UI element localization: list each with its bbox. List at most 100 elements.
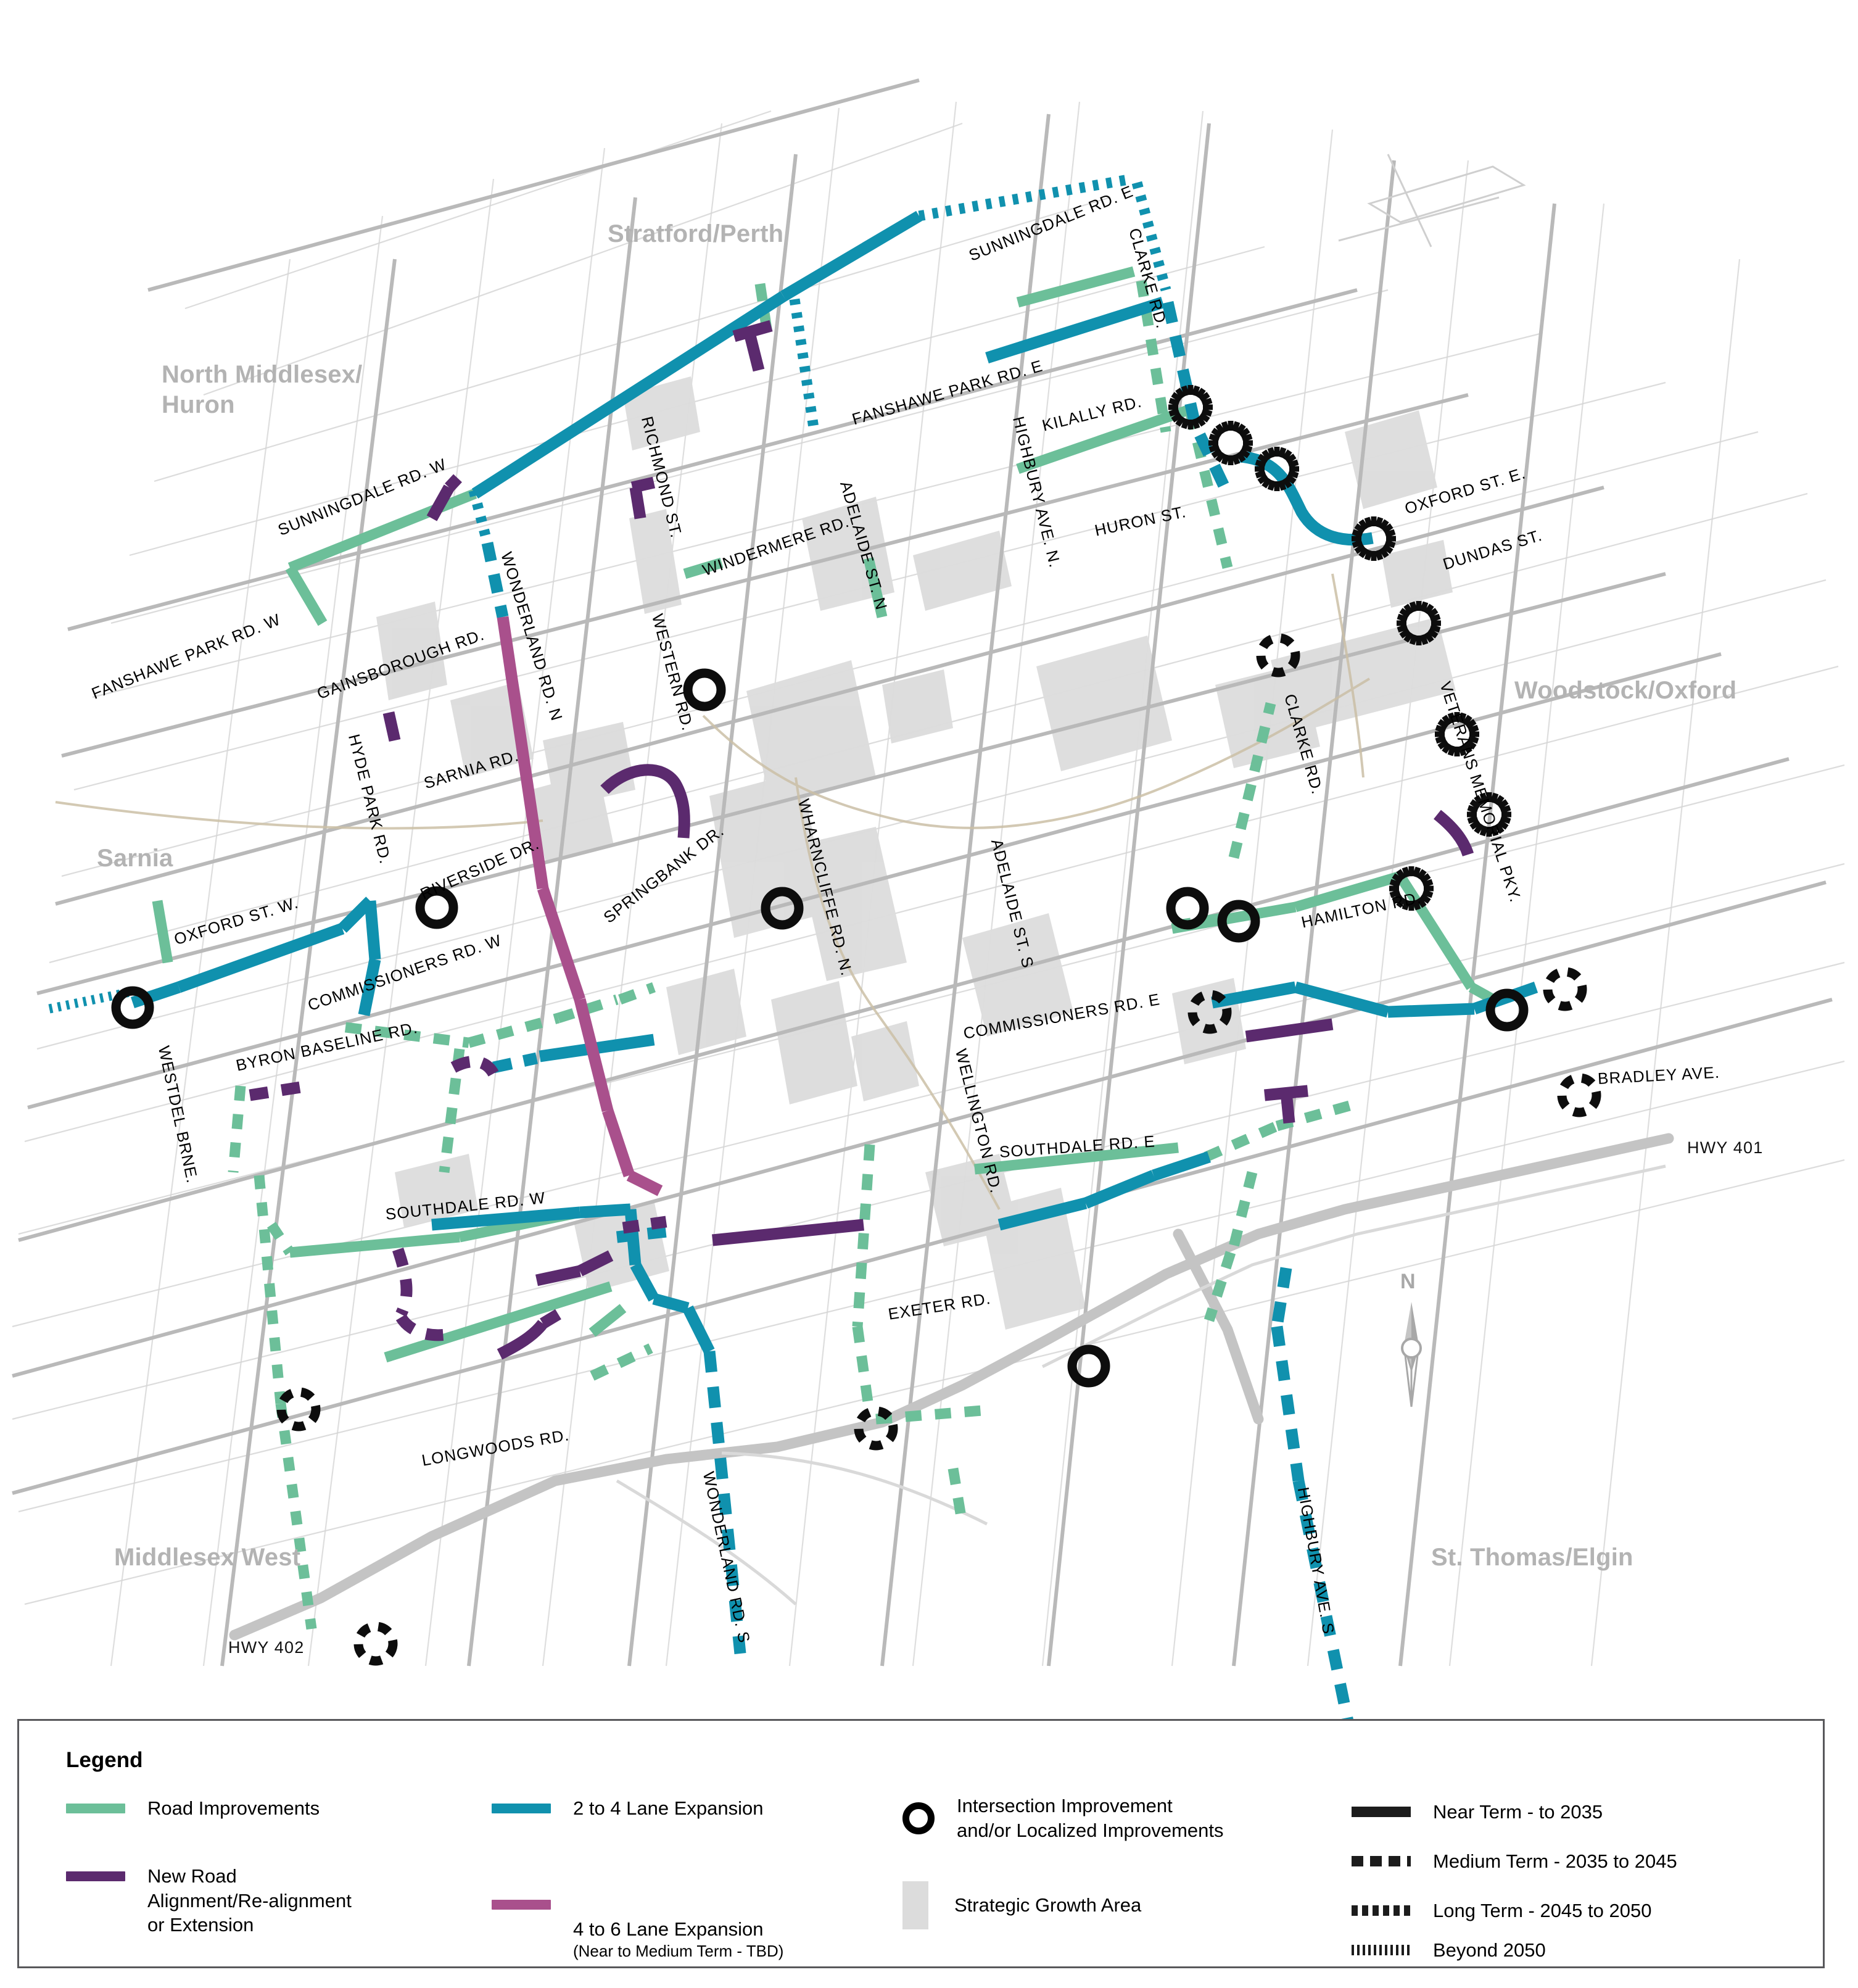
green-westdel-long2 [275, 1402, 317, 1630]
legend-item-medium-term[interactable]: Medium Term - 2035 to 2045 [1352, 1849, 1820, 1874]
green-adelaide-n [863, 557, 888, 618]
legend-item-new-road-alignment[interactable]: New Road Alignment/Re-alignment or Exten… [66, 1864, 368, 1937]
region-label-sarnia: Sarnia [97, 845, 173, 872]
lane-expansion-4to6-lines [497, 616, 663, 1196]
intersection-ring-dashed [1557, 1073, 1601, 1117]
purple-hyde-park2 [445, 474, 462, 492]
legend-label-lane-2-to-4: 2 to 4 Lane Expansion [573, 1797, 764, 1819]
purple-wellington-p [1245, 1018, 1334, 1043]
strategic-growth-area-swatch [902, 1881, 928, 1929]
legend-label-lane-4-to-6-main: 4 to 6 Lane Expansion [573, 1918, 764, 1940]
blue-southdale-e-blue [997, 1197, 1088, 1231]
blue-clarke-dash2 [1194, 432, 1233, 497]
lane-expansion-2to4-lines [48, 173, 1538, 1723]
legend-item-long-term[interactable]: Long Term - 2045 to 2050 [1352, 1899, 1808, 1923]
green-clarke-s [1228, 702, 1276, 859]
legend-item-lane-4-to-6[interactable]: 4 to 6 Lane Expansion (Near to Medium Te… [492, 1892, 849, 1986]
legend-item-strategic-growth-area[interactable]: Strategic Growth Area [902, 1881, 1285, 1929]
green-westdel-long [254, 1175, 286, 1404]
purple-commissioners-purple [450, 1056, 499, 1077]
legend-item-lane-2-to-4[interactable]: 2 to 4 Lane Expansion [492, 1796, 825, 1821]
green-kilally [1016, 405, 1189, 474]
magenta-wonderland-n4 [601, 1108, 635, 1178]
purple-wharncliffe-bend2 [577, 1250, 614, 1277]
highway-label-401: HWY 401 [1687, 1138, 1764, 1157]
blue-southdale-w [431, 1206, 580, 1231]
green-longwoods-diag2 [588, 1304, 627, 1337]
legend-label-medium-term: Medium Term - 2035 to 2045 [1433, 1850, 1677, 1872]
purple-wharncliffe-bend [535, 1265, 581, 1286]
green-windermere [683, 557, 724, 579]
green-southdale-w [289, 1232, 460, 1258]
blue-sunningdale-mid [780, 210, 922, 302]
starburst-group [1208, 421, 1511, 911]
blue-wonderland-dash [481, 542, 509, 618]
intersection-ring-dashed [353, 1621, 398, 1666]
green-fanshawe-e [1016, 266, 1136, 308]
blue-highbury-s2 [1271, 1325, 1305, 1482]
legend-label-near-term: Near Term - to 2035 [1433, 1801, 1603, 1823]
intersection-ring [111, 986, 154, 1029]
blue-sunningdale-e-dot [918, 173, 1133, 222]
purple-north1b [743, 331, 765, 372]
blue-southdale-e-blue2 [1083, 1170, 1156, 1209]
blue-huron-curve [1239, 450, 1374, 546]
legend-item-near-term[interactable]: Near Term - to 2035 [1352, 1800, 1783, 1824]
region-label-stratford-perth: Stratford/Perth [608, 220, 784, 247]
blue-southdale-e-blue3 [1151, 1151, 1212, 1182]
intersection-ring [415, 886, 458, 929]
legend-label-long-term: Long Term - 2045 to 2050 [1433, 1900, 1652, 1921]
starburst [1168, 385, 1213, 429]
new-road-alignment-swatch [66, 1871, 125, 1881]
magenta-wonderland-n3 [574, 998, 614, 1112]
legend-item-beyond-2050[interactable]: Beyond 2050 [1352, 1938, 1734, 1963]
purple-vmp-arc [1434, 810, 1474, 857]
region-label-st-thomas-elgin: St. Thomas/Elgin [1431, 1544, 1633, 1571]
purple-richmond-n [630, 476, 656, 494]
intersection-ring [1166, 887, 1209, 930]
blue-commissioners-e3 [1387, 1003, 1475, 1018]
intersection-ring-dashed [1187, 990, 1232, 1034]
blue-southdale-w2 [579, 1203, 631, 1219]
blue-wonderland-s2 [630, 1262, 659, 1302]
purple-westminster [712, 1219, 864, 1246]
highway-label-402: HWY 402 [228, 1638, 305, 1657]
blue-wonderland-s3 [652, 1293, 690, 1314]
legend-title: Legend [66, 1748, 143, 1772]
green-vmp-s2 [1204, 1251, 1236, 1322]
purple-byron-dash [249, 1080, 310, 1101]
intersection-ring-dashed [854, 1406, 898, 1451]
purple-gainsborough [382, 711, 401, 742]
legend-label-intersection-improvement: Intersection Improvement and/or Localize… [957, 1795, 1224, 1841]
purple-north1 [732, 320, 773, 342]
green-exeter-vert [852, 1144, 875, 1327]
blue-oxford-w4 [364, 900, 381, 960]
green-westdel-n [228, 1085, 246, 1173]
region-label-middlesex-west: Middlesex West [114, 1544, 301, 1571]
legend-item-road-improvements[interactable]: Road Improvements [66, 1796, 356, 1821]
region-label-woodstock-oxford: Woodstock/Oxford [1514, 677, 1737, 704]
blue-clarke-dash [1162, 300, 1203, 434]
legend-label-new-road-alignment: New Road Alignment/Re-alignment or Exten… [147, 1865, 352, 1936]
blue-southdale-dash [616, 1225, 674, 1243]
intersection-ring [761, 887, 804, 930]
blue-wonderland-s4 [682, 1305, 715, 1354]
lane-4to6-swatch [492, 1900, 551, 1910]
green-wilton-grove [875, 1404, 991, 1425]
blue-oxford-w2 [176, 923, 345, 993]
purple-richmond-n2 [629, 486, 646, 520]
legend-item-intersection-improvement[interactable]: Intersection Improvement and/or Localize… [902, 1794, 1334, 1842]
blue-wonderland-s1 [624, 1209, 642, 1265]
green-clarke-n [1136, 280, 1171, 433]
blue-wonderland-s5 [703, 1351, 746, 1654]
blue-byron-dash [492, 1052, 538, 1074]
blue-sunningdale-w-main [471, 291, 787, 499]
north-arrow-label: N [1400, 1270, 1416, 1293]
intersection-ring [1485, 988, 1529, 1032]
blue-wonderland-n-dot [468, 489, 493, 545]
green-exeter-vert2 [852, 1325, 874, 1408]
blue-oxford-w [130, 981, 181, 1009]
green-commissioners-w2 [467, 1013, 560, 1048]
intersection-medium-term-markers [276, 633, 1601, 1666]
